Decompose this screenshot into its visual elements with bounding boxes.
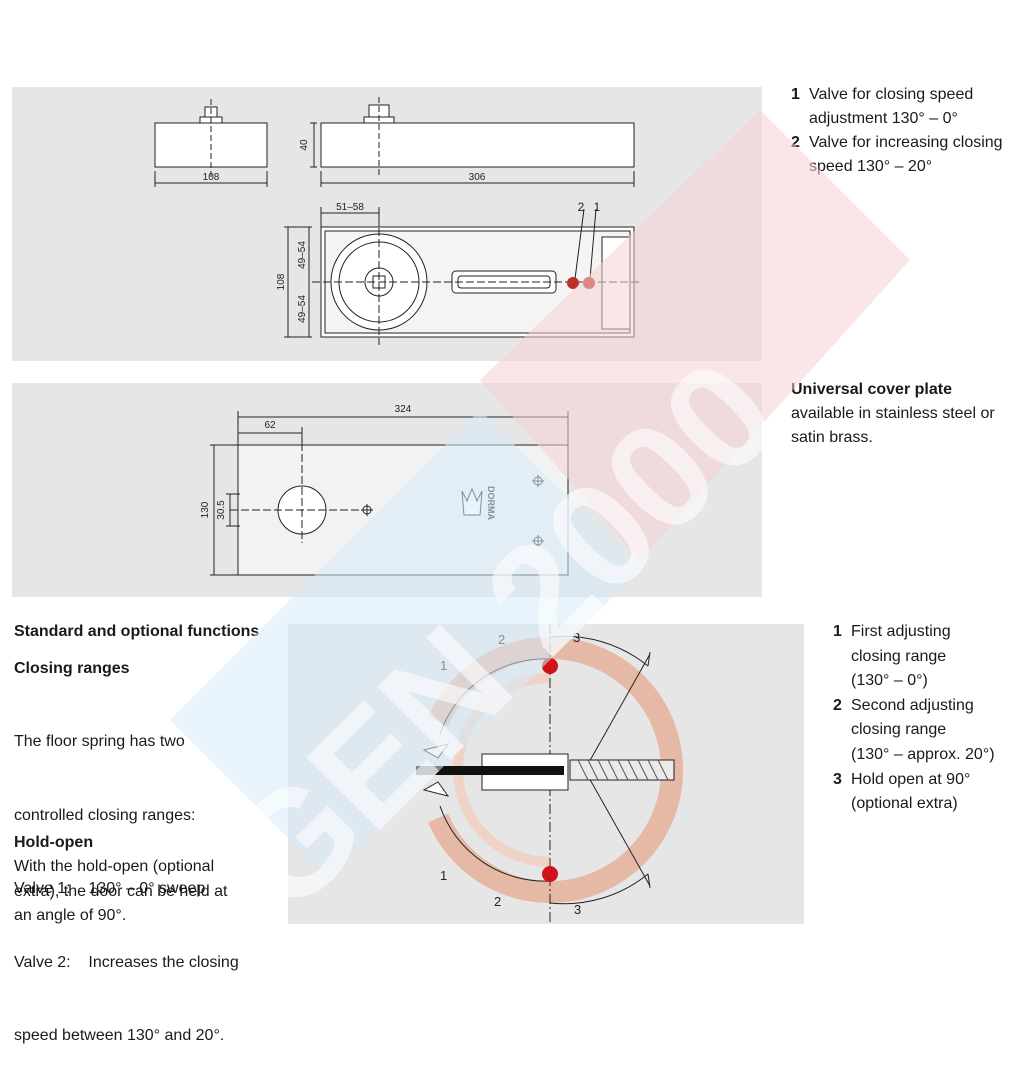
valve-legend-number: 2 bbox=[791, 134, 800, 151]
dim-cover-offset: 62 bbox=[264, 420, 276, 431]
range-line: (130° – 0°) bbox=[851, 672, 928, 690]
dim-plan-offset: 51–58 bbox=[336, 202, 364, 213]
hold-open-marker-bottom bbox=[542, 866, 558, 882]
range-line: closing range bbox=[851, 647, 947, 665]
cover-plate-drawing: 324 62 130 30.5 DORMA bbox=[200, 404, 569, 576]
dim-cover-height: 130 bbox=[200, 501, 211, 518]
valve-legend-number: 1 bbox=[791, 86, 800, 103]
range-line: Second adjusting bbox=[851, 696, 974, 714]
range-legend-text: Hold open at 90° (optional extra) bbox=[851, 768, 1018, 817]
range-legend-text: Second adjusting closing range (130° – a… bbox=[851, 694, 1018, 768]
range-legend-number: 3 bbox=[833, 770, 842, 788]
dim-top-width: 108 bbox=[203, 172, 220, 183]
door-leaf bbox=[416, 766, 564, 775]
range-legend-item-1: 1 First adjusting closing range (130° – … bbox=[833, 620, 1018, 694]
range-legend-number: 1 bbox=[833, 623, 842, 640]
range-legend-text: First adjusting closing range (130° – 0°… bbox=[851, 620, 1018, 694]
hold-line: With the hold-open (optional bbox=[14, 858, 215, 875]
range-legend-number: 2 bbox=[833, 696, 842, 714]
dim-cover-length: 324 bbox=[395, 404, 412, 415]
range-line: (optional extra) bbox=[851, 795, 958, 813]
callout-2: 2 bbox=[578, 200, 585, 214]
diagram-label-1-top: 1 bbox=[440, 658, 447, 673]
dim-top-height: 40 bbox=[299, 139, 310, 151]
diagram-label-2-top: 2 bbox=[498, 632, 505, 647]
closing-line: speed between 130° and 20°. bbox=[14, 1027, 225, 1044]
dorma-logo-text: DORMA bbox=[486, 486, 496, 520]
floor-spring-drawing: 108 306 40 51–58 108 49–54 49–54 2 1 bbox=[154, 97, 642, 345]
closing-line: controlled closing ranges: bbox=[14, 806, 196, 824]
range-line: Hold open at 90° bbox=[851, 770, 971, 788]
range-legend-item-3: 3 Hold open at 90° (optional extra) bbox=[833, 768, 1018, 817]
diagram-label-3-top: 3 bbox=[573, 630, 580, 645]
cover-plate-text: available in stainless steel or satin br… bbox=[791, 405, 995, 446]
range-line: First adjusting bbox=[851, 623, 951, 640]
hold-line: an angle of 90°. bbox=[14, 907, 127, 924]
diagram-label-1-bottom: 1 bbox=[440, 868, 447, 883]
closing-range-panel: 2 3 1 1 2 3 bbox=[288, 624, 804, 924]
hold-open-title: Hold-open bbox=[14, 834, 94, 851]
dim-top-length: 306 bbox=[469, 172, 486, 183]
diagram-label-3-bottom: 3 bbox=[574, 902, 581, 917]
closing-line: The floor spring has two bbox=[14, 733, 185, 750]
diagram-label-2-bottom: 2 bbox=[494, 894, 501, 909]
hold-open-marker-top bbox=[542, 658, 558, 674]
valve-legend-item-1: 1 Valve for closing speed adjustment 130… bbox=[791, 83, 1011, 131]
dimension-drawing-panel: 108 306 40 51–58 108 49–54 49–54 2 1 bbox=[12, 87, 762, 361]
functions-heading: Standard and optional functions bbox=[14, 623, 260, 640]
cover-plate-title: Universal cover plate bbox=[791, 381, 952, 398]
valve-1-marker bbox=[567, 277, 579, 289]
valve-legend-text: Valve for increasing closing speed 130° … bbox=[809, 134, 1003, 175]
dim-plan-half-lower: 49–54 bbox=[297, 295, 308, 323]
range-legend: 1 First adjusting closing range (130° – … bbox=[833, 620, 1018, 817]
callout-1: 1 bbox=[594, 200, 601, 214]
closing-ranges-title: Closing ranges bbox=[14, 660, 130, 677]
dim-plan-half-upper: 49–54 bbox=[297, 241, 308, 269]
hold-open-text: With the hold-open (optional extra), the… bbox=[14, 855, 284, 929]
cover-plate-panel: 324 62 130 30.5 DORMA bbox=[12, 383, 762, 597]
dim-cover-axis: 30.5 bbox=[216, 500, 227, 520]
range-line: closing range bbox=[851, 721, 947, 739]
dim-plan-width: 108 bbox=[276, 273, 287, 290]
valve-legend-text: Valve for closing speed adjustment 130° … bbox=[809, 86, 974, 127]
cover-plate-info: Universal cover plate available in stain… bbox=[791, 378, 1011, 450]
range-legend-item-2: 2 Second adjusting closing range (130° –… bbox=[833, 694, 1018, 768]
valve-legend-item-2: 2 Valve for increasing closing speed 130… bbox=[791, 131, 1011, 179]
closing-line: Valve 2: Increases the closing bbox=[14, 953, 239, 971]
valve-2-marker bbox=[583, 277, 595, 289]
range-line: (130° – approx. 20°) bbox=[851, 745, 995, 763]
closing-line: Valve 1: 130° – 0° sweep bbox=[14, 880, 206, 897]
hold-line: extra), the door can be held at bbox=[14, 882, 228, 900]
valve-legend: 1 Valve for closing speed adjustment 130… bbox=[791, 83, 1011, 179]
closing-range-diagram: 2 3 1 1 2 3 bbox=[416, 624, 683, 924]
